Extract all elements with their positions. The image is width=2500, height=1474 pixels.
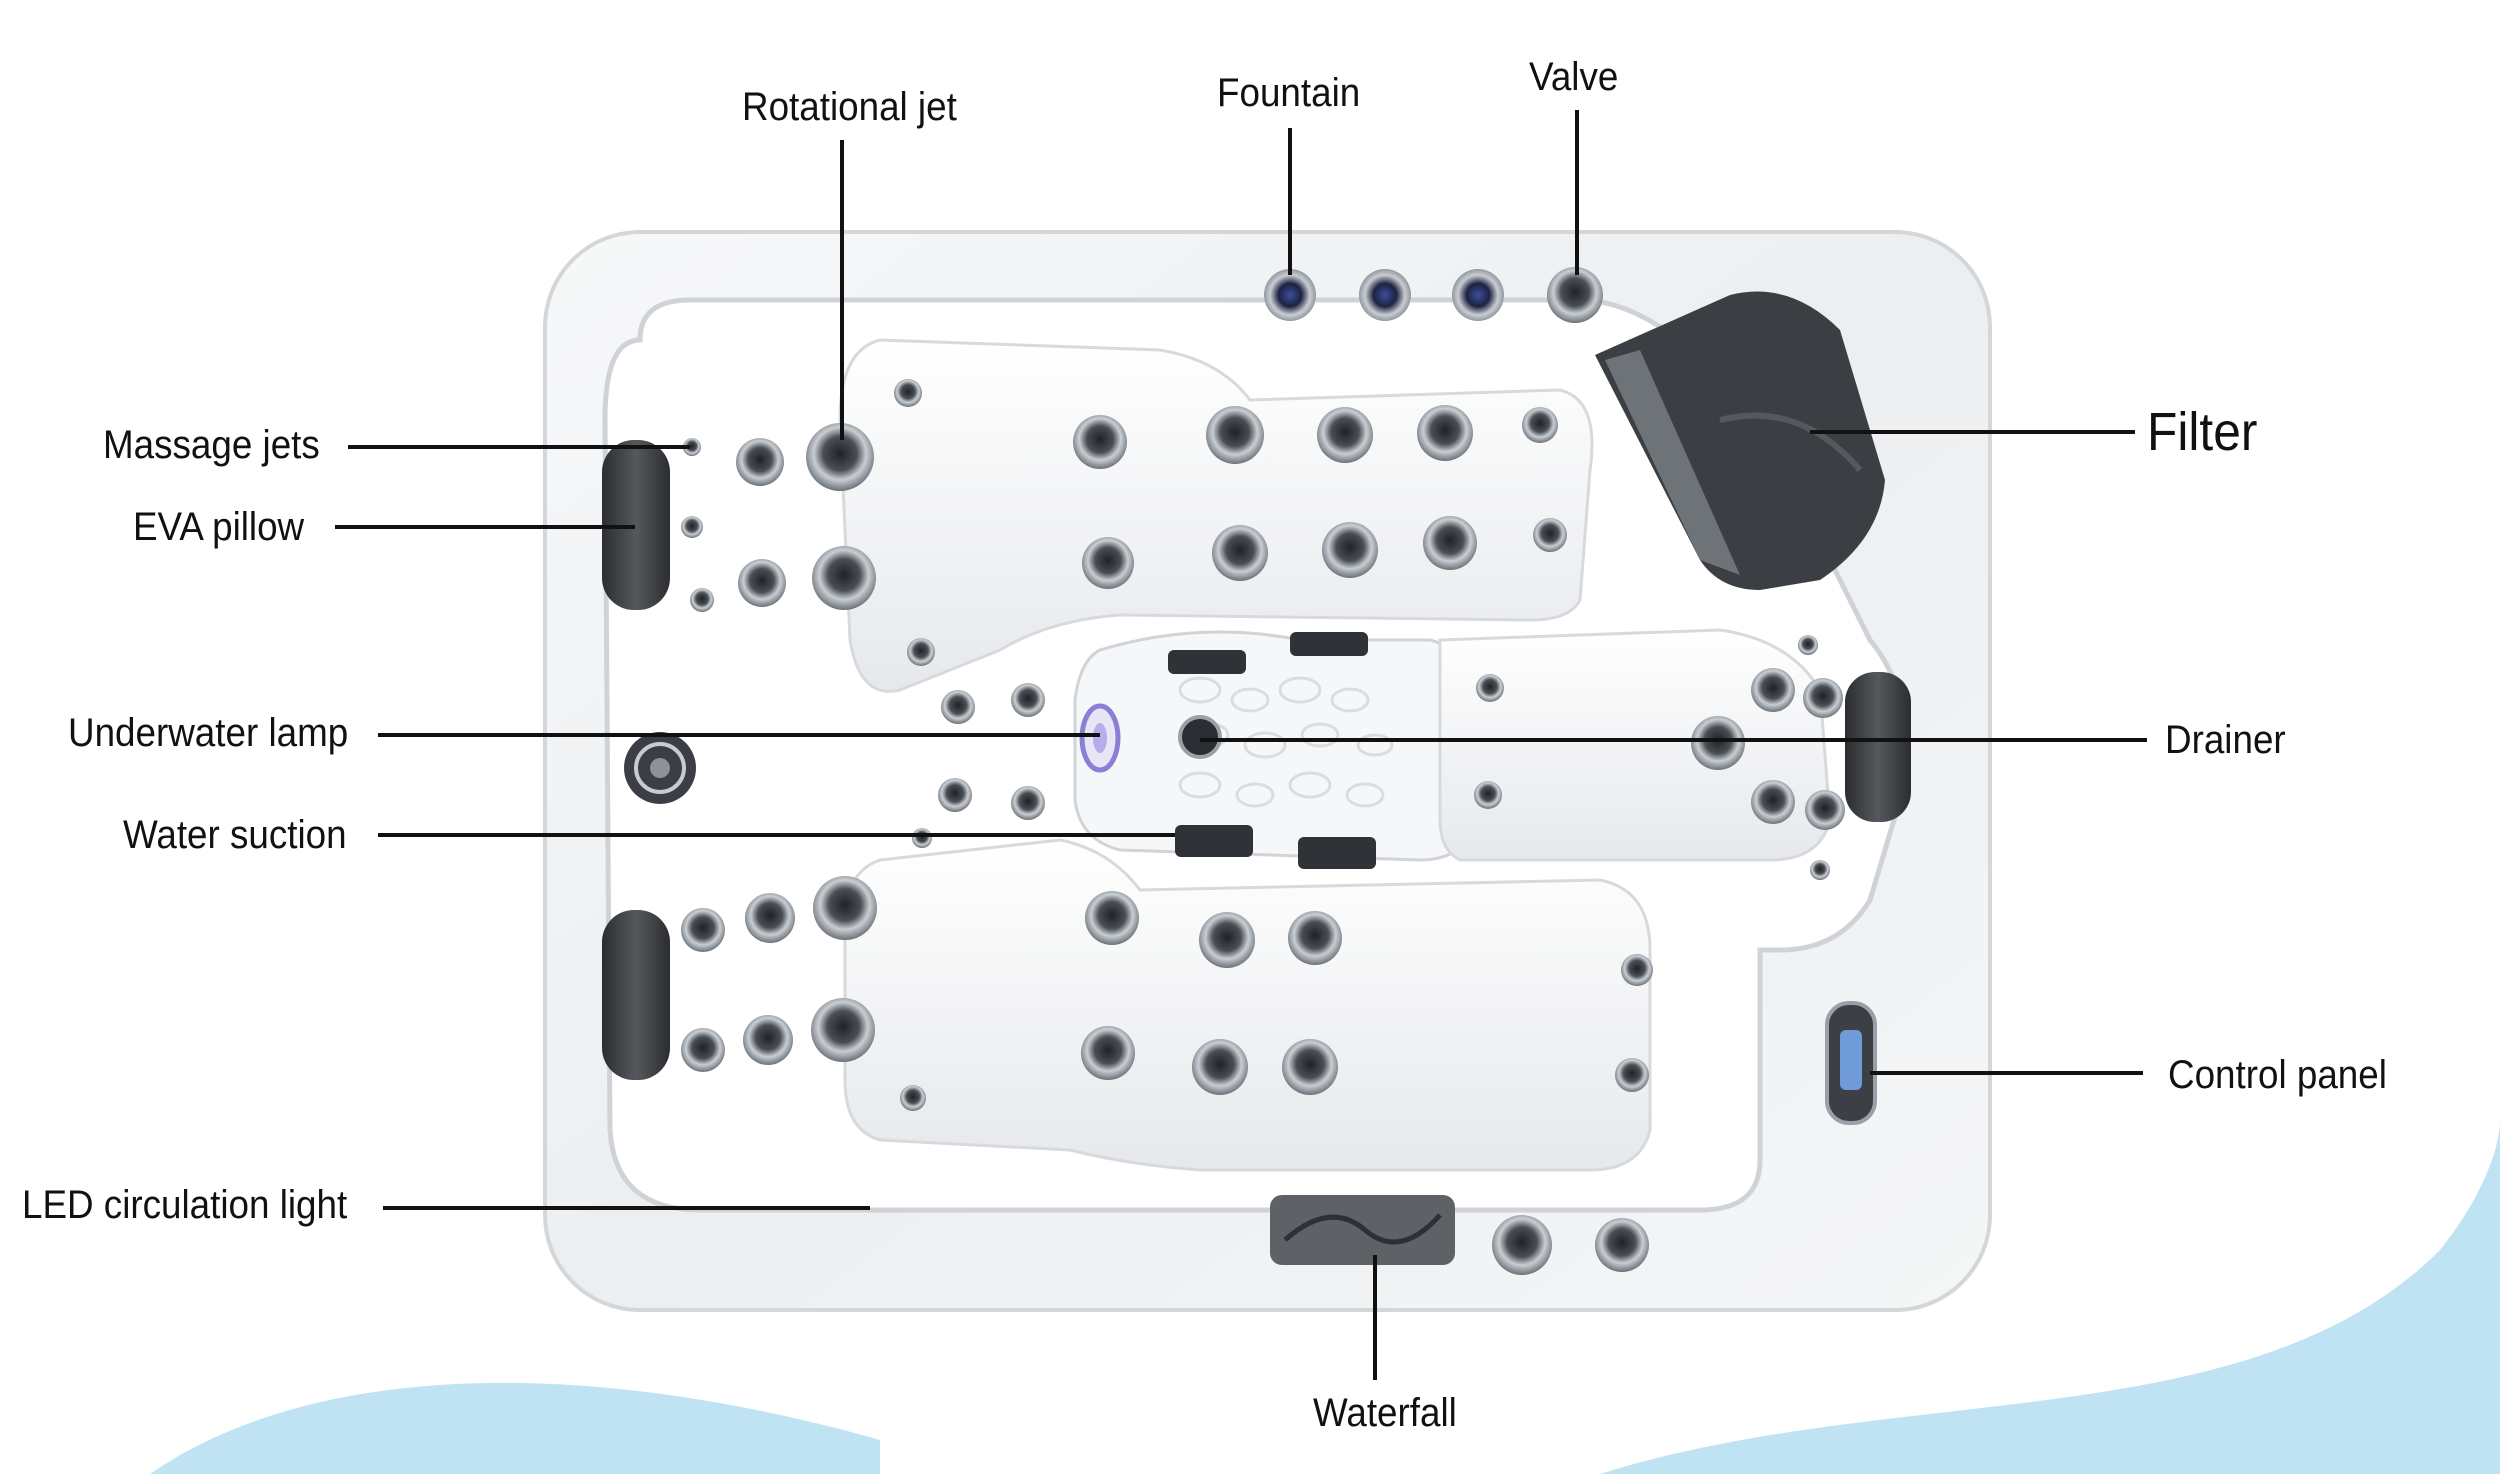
lower-seat [843, 838, 1652, 1172]
massage-jet [894, 379, 922, 407]
lounger-pebble-texture [1178, 676, 1394, 808]
side-valve [624, 732, 696, 804]
right-seat [1438, 628, 1832, 862]
label-filter: Filter [2147, 402, 2258, 462]
label-drainer: Drainer [2165, 718, 2286, 762]
massage-jet [907, 638, 935, 666]
massage-jet [1011, 786, 1045, 820]
massage-jet [1615, 1058, 1649, 1092]
massage-jet [900, 1085, 926, 1111]
label-waterfall: Waterfall [1313, 1391, 1457, 1435]
eva-pillow-left-top [602, 440, 670, 610]
massage-jet [1805, 790, 1845, 830]
underwater-lamp [1079, 703, 1121, 773]
massage-jet [1417, 405, 1473, 461]
massage-jet [1803, 678, 1843, 718]
label-valve: Valve [1529, 55, 1619, 99]
massage-jet [1476, 674, 1504, 702]
wave-bottom-right [1600, 1120, 2500, 1474]
massage-jet [650, 758, 670, 778]
massage-jet [681, 516, 703, 538]
fountain-jet [1264, 269, 1316, 321]
massage-jet [1474, 781, 1502, 809]
massage-jet [681, 908, 725, 952]
massage-jet [912, 828, 932, 848]
massage-jet [634, 742, 686, 794]
label-underwater-lamp: Underwater lamp [68, 711, 349, 755]
control-panel-device [1825, 1001, 1877, 1125]
massage-jet [1691, 716, 1745, 770]
eva-pillow-right [1845, 672, 1911, 822]
massage-jet [1798, 635, 1818, 655]
massage-jet [1073, 415, 1127, 469]
massage-jet [813, 876, 877, 940]
valve-knob [1595, 1218, 1649, 1272]
massage-jet [806, 423, 874, 491]
massage-jet [683, 438, 701, 456]
massage-jet [1288, 911, 1342, 965]
upper-seat [838, 338, 1594, 693]
label-led-circulation-light: LED circulation light [22, 1183, 348, 1227]
massage-jet [1282, 1039, 1338, 1095]
drainer [1178, 715, 1222, 759]
massage-jet [1199, 912, 1255, 968]
valve-knob [1492, 1215, 1552, 1275]
label-fountain: Fountain [1217, 71, 1361, 115]
massage-jet [1533, 518, 1567, 552]
massage-jet [743, 1015, 793, 1065]
massage-jet [1322, 522, 1378, 578]
massage-jet [941, 690, 975, 724]
eva-pillow-left-bottom [602, 910, 670, 1080]
massage-jet [736, 438, 784, 486]
massage-jet [690, 588, 714, 612]
massage-jet [1212, 525, 1268, 581]
wave-bottom-left [150, 1382, 880, 1474]
massage-jet [1621, 954, 1653, 986]
water-suction-grilles [1168, 632, 1376, 869]
label-eva-pillow: EVA pillow [133, 505, 305, 549]
middle-lounger [1073, 630, 1472, 862]
label-control-panel: Control panel [2168, 1053, 2387, 1097]
massage-jet [938, 778, 972, 812]
massage-jet [681, 1028, 725, 1072]
leader-lines [335, 110, 2147, 1380]
massage-jet [1810, 860, 1830, 880]
valve-knob [1547, 267, 1603, 323]
label-water-suction: Water suction [123, 813, 347, 857]
massage-jet [812, 546, 876, 610]
massage-jet [1011, 683, 1045, 717]
label-rotational-jet: Rotational jet [742, 85, 957, 129]
filter-cover [1595, 291, 1885, 590]
massage-jet [745, 893, 795, 943]
massage-jet [1751, 668, 1795, 712]
waterfall-spout [1270, 1195, 1455, 1265]
fountain-jet [1359, 269, 1411, 321]
fountain-jet [1452, 269, 1504, 321]
massage-jet [1317, 407, 1373, 463]
massage-jet [1082, 537, 1134, 589]
jets [681, 267, 1845, 1275]
label-massage-jets: Massage jets [103, 423, 320, 467]
massage-jet [1081, 1026, 1135, 1080]
massage-jet [1206, 406, 1264, 464]
massage-jet [1192, 1039, 1248, 1095]
massage-jet [738, 559, 786, 607]
massage-jet [1423, 516, 1477, 570]
massage-jet [1085, 891, 1139, 945]
massage-jet [1522, 407, 1558, 443]
massage-jet [811, 998, 875, 1062]
massage-jet [1751, 780, 1795, 824]
